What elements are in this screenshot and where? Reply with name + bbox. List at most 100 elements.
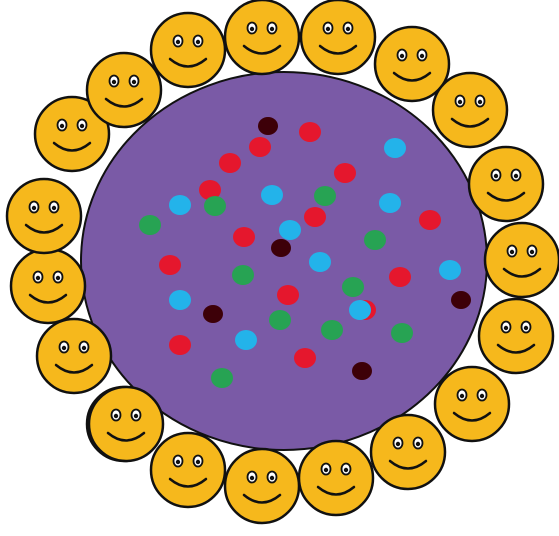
smiley-face (371, 415, 445, 489)
blue-dot (169, 290, 191, 310)
blue-dot (235, 330, 257, 350)
red-dot (159, 255, 181, 275)
smiley-left-pupil (114, 414, 118, 418)
red-dot (249, 137, 271, 157)
smiley-right-pupil (420, 54, 424, 58)
smiley-head (371, 415, 445, 489)
smiley-left-pupil (324, 468, 328, 472)
smiley-head (89, 387, 163, 461)
smiley-left-pupil (504, 326, 508, 330)
red-dot (334, 163, 356, 183)
dark-dot (271, 239, 291, 257)
smiley-face (469, 147, 543, 221)
blue-dot (349, 300, 371, 320)
smiley-right-pupil (480, 394, 484, 398)
green-dot (342, 277, 364, 297)
red-dot (169, 335, 191, 355)
smiley-left-pupil (176, 40, 180, 44)
red-dot (233, 227, 255, 247)
smiley-right-pupil (524, 326, 528, 330)
smiley-head (225, 449, 299, 523)
smiley-head (433, 73, 507, 147)
smiley-left-pupil (62, 346, 66, 350)
smiley-head (151, 433, 225, 507)
dark-dot (203, 305, 223, 323)
smiley-right-pupil (134, 414, 138, 418)
smiley-face (87, 53, 161, 127)
red-dot (304, 207, 326, 227)
smiley-left-pupil (510, 250, 514, 254)
smiley-right-pupil (82, 346, 86, 350)
green-dot (204, 196, 226, 216)
smiley-right-pupil (530, 250, 534, 254)
green-dot (139, 215, 161, 235)
blue-dot (384, 138, 406, 158)
smiley-head (479, 299, 553, 373)
smiley-face (151, 13, 225, 87)
smiley-left-pupil (36, 276, 40, 280)
smiley-head (299, 441, 373, 515)
smiley-face (299, 441, 373, 515)
smiley-face (11, 249, 85, 323)
green-dot (314, 186, 336, 206)
blue-dot (309, 252, 331, 272)
smiley-right-pupil (52, 206, 56, 210)
red-dot (219, 153, 241, 173)
smiley-face (301, 0, 375, 74)
smiley-face (485, 223, 559, 297)
smiley-left-pupil (326, 27, 330, 31)
smiley-head (435, 367, 509, 441)
smiley-left-pupil (176, 460, 180, 464)
red-dot (389, 267, 411, 287)
red-dot (294, 348, 316, 368)
smiley-face (479, 299, 553, 373)
smiley-left-pupil (112, 80, 116, 84)
smiley-face (225, 0, 299, 74)
smiley-face (7, 179, 81, 253)
red-dot (299, 122, 321, 142)
dark-dot (352, 362, 372, 380)
smiley-left-pupil (60, 124, 64, 128)
blue-dot (261, 185, 283, 205)
red-dot (277, 285, 299, 305)
green-dot (391, 323, 413, 343)
smiley-head (301, 0, 375, 74)
smiley-right-pupil (196, 40, 200, 44)
smiley-left-pupil (458, 100, 462, 104)
blue-dot (279, 220, 301, 240)
smiley-face (433, 73, 507, 147)
smiley-face (151, 433, 225, 507)
smiley-right-pupil (346, 27, 350, 31)
smiley-right-pupil (270, 476, 274, 480)
blue-dot (169, 195, 191, 215)
smiley-left-pupil (494, 174, 498, 178)
dark-dot (258, 117, 278, 135)
smiley-left-pupil (396, 442, 400, 446)
smiley-head (485, 223, 559, 297)
smiley-head (11, 249, 85, 323)
smiley-right-pupil (196, 460, 200, 464)
smiley-left-pupil (250, 27, 254, 31)
green-dot (364, 230, 386, 250)
smiley-right-pupil (416, 442, 420, 446)
smiley-face (225, 449, 299, 523)
green-dot (321, 320, 343, 340)
smiley-face (89, 387, 163, 461)
dark-dot (451, 291, 471, 309)
blue-dot (379, 193, 401, 213)
blue-dot (439, 260, 461, 280)
smiley-head (87, 53, 161, 127)
green-dot (232, 265, 254, 285)
smiley-right-pupil (132, 80, 136, 84)
smiley-head (151, 13, 225, 87)
smiley-face (37, 319, 111, 393)
red-dot (419, 210, 441, 230)
smiley-right-pupil (344, 468, 348, 472)
green-dot (269, 310, 291, 330)
smiley-left-pupil (400, 54, 404, 58)
smiley-right-pupil (56, 276, 60, 280)
green-dot (211, 368, 233, 388)
smiley-left-pupil (250, 476, 254, 480)
smiley-head (7, 179, 81, 253)
